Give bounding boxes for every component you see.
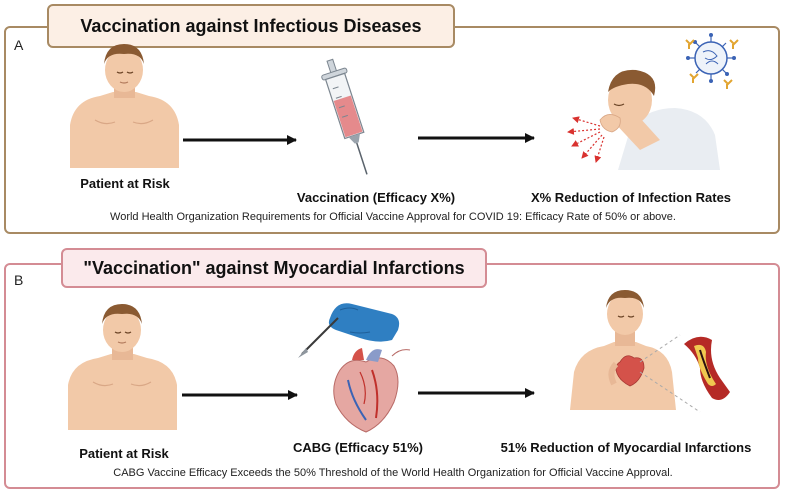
caption-patient-a: Patient at Risk	[80, 176, 170, 191]
scalpel-glove-icon	[298, 303, 400, 358]
caption-outcome-a: X% Reduction of Infection Rates	[530, 190, 732, 205]
caption-procedure: CABG (Efficacy 51%)	[292, 440, 424, 455]
patient-figure-b	[68, 304, 177, 430]
caption-outcome-b: 51% Reduction of Myocardial Infarctions	[500, 440, 752, 455]
panel-a-letter: A	[14, 37, 24, 53]
panel-b-letter: B	[14, 272, 24, 288]
caption-patient-b: Patient at Risk	[79, 446, 169, 461]
artery-icon	[639, 334, 730, 413]
syringe-icon	[321, 58, 368, 175]
cough-spray-icon	[567, 116, 605, 163]
panel-a-title: Vaccination against Infectious Diseases	[47, 4, 455, 48]
panel-b-title: "Vaccination" against Myocardial Infarct…	[61, 248, 487, 288]
virus-icon	[685, 33, 739, 89]
patient-heart-figure	[570, 290, 676, 410]
footnote-a: World Health Organization Requirements f…	[110, 211, 676, 223]
patient-figure-a	[70, 44, 179, 168]
heart-icon	[333, 348, 411, 433]
footnote-b: CABG Vaccine Efficacy Exceeds the 50% Th…	[113, 467, 673, 479]
coughing-person	[599, 69, 720, 170]
caption-vaccination: Vaccination (Efficacy X%)	[296, 190, 456, 205]
